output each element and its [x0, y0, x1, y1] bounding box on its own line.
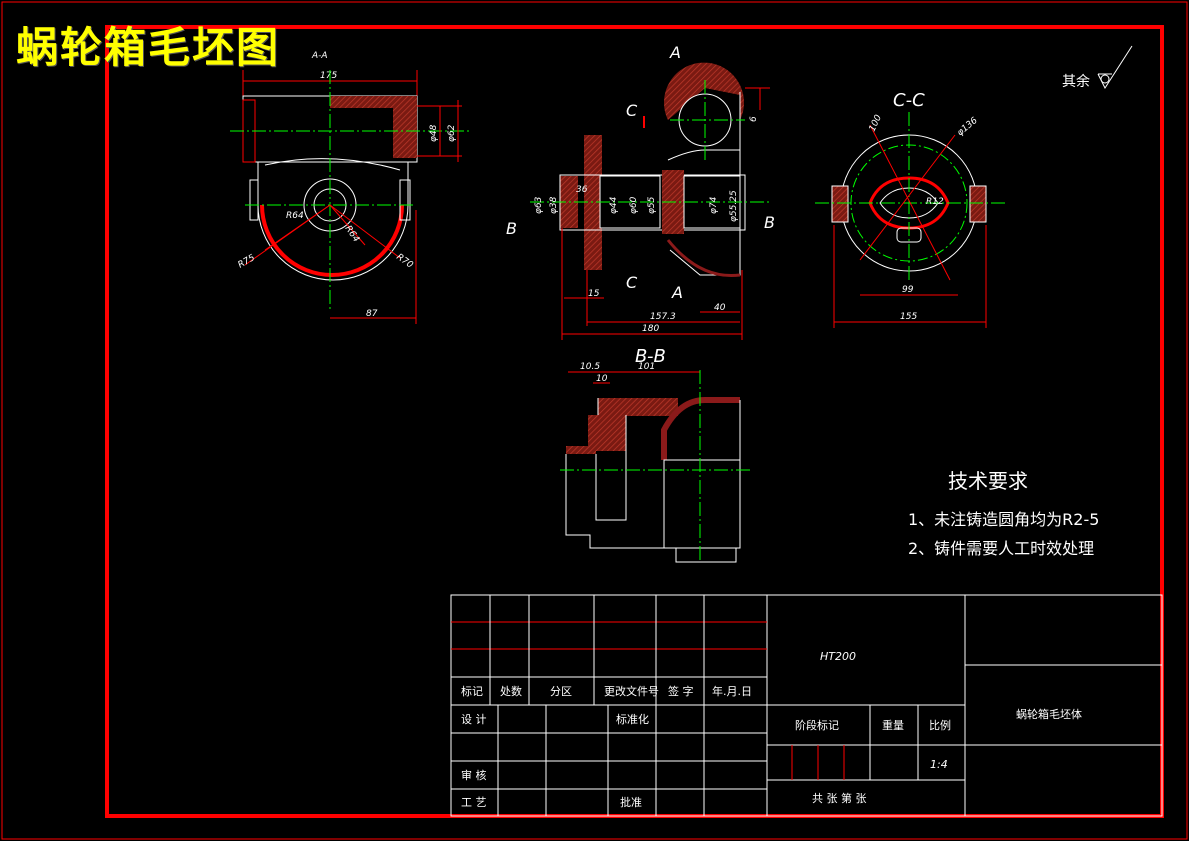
tb-review: 审 核 [461, 768, 487, 782]
tb-zone: 分区 [550, 685, 572, 698]
tech-requirements: 技术要求 1、未注铸造圆角均为R2-5 2、铸件需要人工时效处理 [908, 469, 1099, 558]
view-c-c: C-C 100 φ136 R12 99 155 其余 [815, 45, 1133, 328]
cut-b-left: B [506, 219, 517, 238]
dim-d74: φ74 [709, 196, 719, 214]
dim-d5525: φ55.25 [729, 190, 739, 222]
cut-a-bottom: A [671, 283, 683, 302]
tb-part-name: 蜗轮箱毛坯体 [1016, 707, 1082, 721]
surface-note: 其余 [1062, 73, 1090, 90]
tech-req-item1: 1、未注铸造圆角均为R2-5 [908, 510, 1099, 529]
tb-scale-label: 比例 [929, 718, 951, 732]
tb-date: 年.月.日 [712, 684, 752, 698]
dim-155: 155 [900, 312, 917, 322]
dim-6: 6 [749, 116, 759, 122]
tb-count: 处数 [500, 685, 522, 698]
cut-a-top: A [669, 43, 681, 62]
dim-101: 101 [638, 362, 655, 372]
tb-weight: 重量 [882, 718, 904, 732]
view-label-cc: C-C [893, 90, 925, 111]
dim-r12: R12 [926, 197, 944, 207]
tb-sign: 签 字 [668, 684, 694, 698]
dim-r70: R70 [394, 252, 414, 271]
dim-d136: φ136 [956, 116, 980, 139]
cut-c-top: C [626, 101, 638, 120]
dim-r64a: R64 [286, 211, 304, 221]
view-label-aa: A-A [311, 51, 328, 61]
dim-r64b: R64 [343, 224, 362, 244]
dim-r75: R75 [237, 253, 258, 271]
dim-175: 175 [320, 71, 337, 81]
dim-d60: φ60 [629, 196, 639, 214]
tb-standard: 标准化 [616, 712, 649, 726]
view-b-b: B-B 10.5 10 101 [560, 346, 750, 563]
dim-100: 100 [868, 113, 884, 133]
dim-180: 180 [642, 324, 659, 334]
title-block [450, 594, 1163, 817]
tb-process: 工 艺 [461, 796, 487, 809]
tb-design: 设 计 [461, 713, 487, 726]
tb-stage: 阶段标记 [795, 718, 839, 732]
dim-d38: φ38 [549, 196, 559, 214]
dim-15: 15 [588, 289, 600, 299]
tb-mark: 标记 [461, 684, 483, 698]
dim-36: 36 [576, 185, 588, 195]
dim-d48: φ48 [429, 124, 439, 142]
page-title: 蜗轮箱毛坯图 [16, 23, 281, 72]
tb-approve: 批准 [620, 795, 642, 809]
dim-87: 87 [366, 309, 378, 319]
cut-c-bottom: C [626, 273, 638, 292]
dim-10: 10 [596, 374, 608, 384]
view-front-section: A C 6 φ63 φ38 36 φ60 φ44 φ55 φ74 φ55.25 … [506, 43, 775, 340]
dim-d55: φ55 [647, 196, 657, 214]
dim-40: 40 [714, 303, 726, 313]
tech-req-title: 技术要求 [948, 469, 1028, 493]
tb-doc-no: 更改文件号 [604, 684, 659, 698]
dim-d63: φ63 [534, 196, 544, 214]
dim-d44: φ44 [609, 196, 619, 214]
tb-sheets: 共 张 第 张 [812, 791, 867, 805]
tech-req-item2: 2、铸件需要人工时效处理 [908, 539, 1094, 558]
view-label-bb: B-B [635, 346, 666, 367]
view-a-a: A-A 175 φ48 φ62 R64 R64 R75 R70 87 [230, 51, 470, 324]
dim-1573: 157.3 [650, 312, 676, 322]
cut-b-right: B [764, 213, 775, 232]
dim-d62: φ62 [447, 124, 457, 142]
dim-99: 99 [902, 285, 914, 295]
title-block-text: HT200 蜗轮箱毛坯体 标记 处数 分区 更改文件号 签 字 年.月.日 设 … [461, 650, 1082, 809]
dim-105: 10.5 [580, 362, 600, 372]
tb-material: HT200 [820, 650, 856, 663]
tb-scale: 1:4 [930, 758, 948, 771]
